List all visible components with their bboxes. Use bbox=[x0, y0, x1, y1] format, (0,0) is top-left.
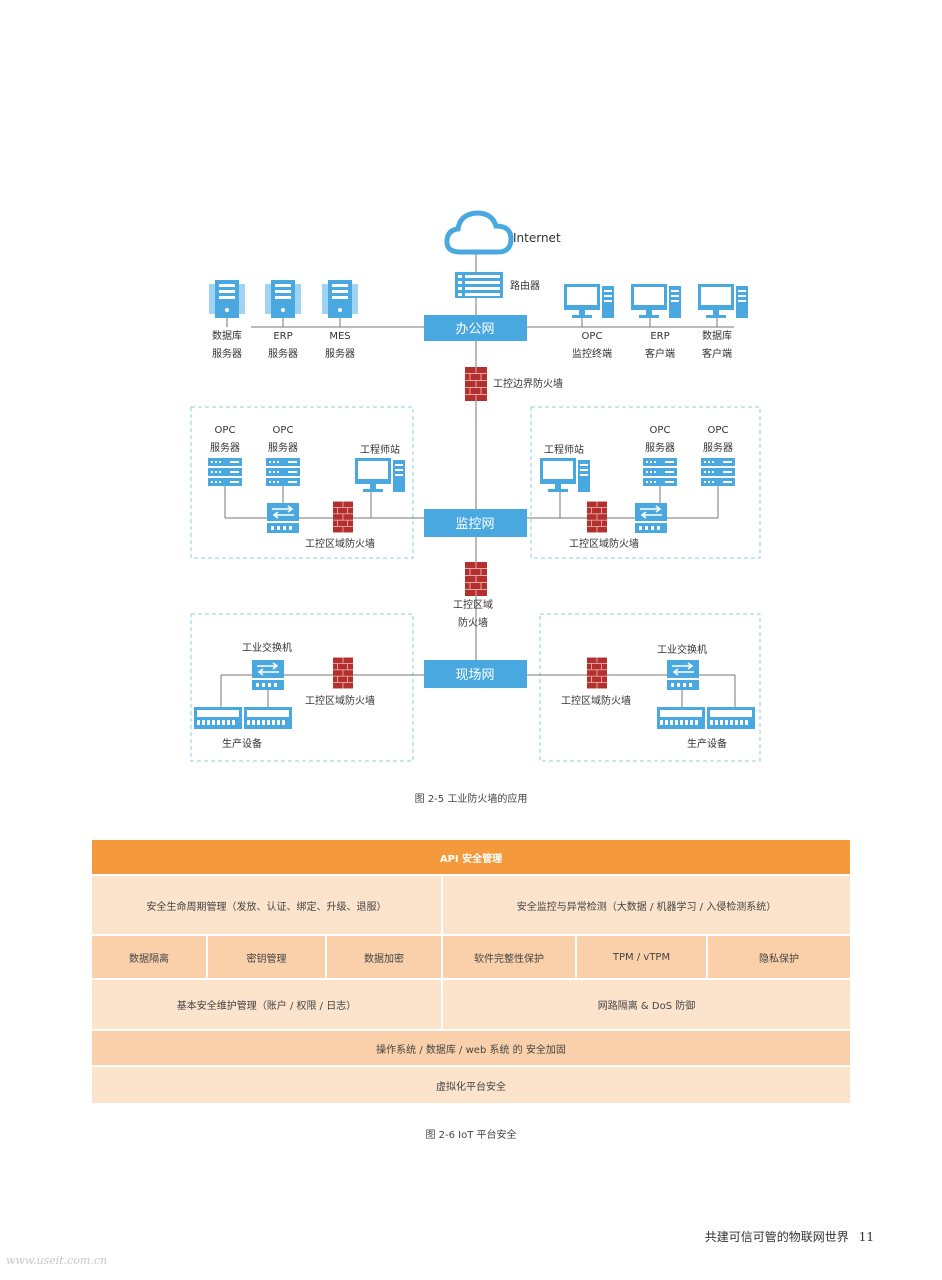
office-net-label: 办公网 bbox=[455, 322, 494, 337]
field-zone-left bbox=[190, 613, 414, 762]
switch-icon bbox=[635, 503, 667, 533]
rack-server-icon bbox=[266, 458, 300, 486]
right-opc-label-1: OPC bbox=[650, 425, 671, 436]
monitor-zone-right bbox=[530, 406, 761, 559]
office-left-label-2: ERP bbox=[273, 331, 292, 342]
office-left-label-3: MES bbox=[329, 331, 350, 342]
page-footer: 共建可信可管的物联网世界 11 bbox=[705, 1228, 874, 1245]
router-label: 路由器 bbox=[510, 279, 540, 292]
office-left-label-3b: 服务器 bbox=[325, 347, 355, 360]
equipment-icon bbox=[657, 707, 705, 729]
server-tower-icon bbox=[209, 280, 245, 318]
left-opc-label-1b: 服务器 bbox=[210, 441, 240, 454]
privacy-protection-cell: 隐私保护 bbox=[708, 936, 850, 980]
footer-title: 共建可信可管的物联网世界 bbox=[704, 1230, 849, 1244]
data-isolation-cell: 数据隔离 bbox=[92, 936, 208, 980]
rack-server-icon bbox=[208, 458, 242, 486]
security-lifecycle-cell: 安全生命周期管理（发放、认证、绑定、升级、退服） bbox=[92, 876, 443, 936]
monitor-net-label: 监控网 bbox=[455, 517, 494, 532]
firewall-icon bbox=[333, 657, 353, 689]
security-monitoring-cell: 安全监控与异常检测（大数据 / 机器学习 / 入侵检测系统） bbox=[443, 876, 850, 936]
left-equip-label: 生产设备 bbox=[222, 737, 262, 750]
field-net-bar bbox=[424, 660, 527, 688]
cloud-icon bbox=[447, 213, 511, 252]
office-left-label-2b: 服务器 bbox=[268, 347, 298, 360]
left-opc-label-2: OPC bbox=[273, 425, 294, 436]
switch-icon bbox=[267, 503, 299, 533]
basic-maintenance-cell: 基本安全维护管理（账户 / 权限 / 日志） bbox=[92, 980, 443, 1031]
right-opc-label-2b: 服务器 bbox=[703, 441, 733, 454]
office-left-label-1: 数据库 bbox=[212, 329, 242, 342]
right-opc-label-1b: 服务器 bbox=[645, 441, 675, 454]
figure-2-6-caption: 图 2-6 IoT 平台安全 bbox=[425, 1130, 517, 1141]
engineer-station-icon bbox=[540, 458, 590, 492]
office-right-label-2b: 客户端 bbox=[645, 347, 675, 360]
api-security-header: API 安全管理 bbox=[92, 840, 850, 876]
office-right-label-2: ERP bbox=[650, 331, 669, 342]
internet-label: Internet bbox=[513, 231, 561, 245]
right-field-fw-label: 工控区域防火墙 bbox=[561, 694, 631, 707]
left-opc-label-2b: 服务器 bbox=[268, 441, 298, 454]
office-right-label-3: 数据库 bbox=[702, 329, 732, 342]
key-management-cell: 密钥管理 bbox=[208, 936, 327, 980]
iot-platform-security-table: API 安全管理 安全生命周期管理（发放、认证、绑定、升级、退服） 安全监控与异… bbox=[92, 840, 850, 1103]
firewall-icon bbox=[587, 657, 607, 689]
tpm-cell: TPM / vTPM bbox=[577, 936, 708, 980]
left-field-fw-label: 工控区域防火墙 bbox=[305, 694, 375, 707]
field-zone-right bbox=[539, 613, 761, 762]
mid-firewall-label-2: 防火墙 bbox=[458, 616, 488, 629]
firewall-icon bbox=[465, 367, 487, 401]
firewall-icon bbox=[465, 562, 487, 596]
workstation-icon bbox=[698, 284, 748, 318]
office-right-label-1: OPC bbox=[582, 331, 603, 342]
rack-server-icon bbox=[701, 458, 735, 486]
office-right-label-1b: 监控终端 bbox=[572, 347, 612, 360]
watermark: www.useit.com.cn bbox=[6, 1254, 108, 1267]
workstation-icon bbox=[564, 284, 614, 318]
left-eng-station-label: 工程师站 bbox=[360, 443, 400, 456]
server-tower-icon bbox=[265, 280, 301, 318]
left-switch-label: 工业交换机 bbox=[242, 641, 292, 654]
office-left-label-1b: 服务器 bbox=[212, 347, 242, 360]
right-switch-label: 工业交换机 bbox=[657, 643, 707, 656]
left-monitor-fw-label: 工控区域防火墙 bbox=[305, 537, 375, 550]
right-eng-station-label: 工程师站 bbox=[544, 443, 584, 456]
border-firewall-label: 工控边界防火墙 bbox=[493, 377, 563, 390]
switch-icon bbox=[667, 660, 699, 690]
firewall-icon bbox=[333, 501, 353, 533]
workstation-icon bbox=[631, 284, 681, 318]
virtualization-security-cell: 虚拟化平台安全 bbox=[92, 1067, 850, 1103]
right-equip-label: 生产设备 bbox=[687, 737, 727, 750]
office-net-bar bbox=[424, 315, 527, 341]
right-opc-label-2: OPC bbox=[708, 425, 729, 436]
equipment-icon bbox=[244, 707, 292, 729]
software-integrity-cell: 软件完整性保护 bbox=[443, 936, 577, 980]
network-isolation-cell: 网路隔离 & DoS 防御 bbox=[443, 980, 850, 1031]
server-tower-icon bbox=[322, 280, 358, 318]
equipment-icon bbox=[707, 707, 755, 729]
page-number: 11 bbox=[858, 1230, 874, 1244]
data-encryption-cell: 数据加密 bbox=[327, 936, 443, 980]
left-opc-label-1: OPC bbox=[215, 425, 236, 436]
office-right-label-3b: 客户端 bbox=[702, 347, 732, 360]
field-net-label: 现场网 bbox=[455, 668, 494, 683]
rack-server-icon bbox=[643, 458, 677, 486]
right-monitor-fw-label: 工控区域防火墙 bbox=[569, 537, 639, 550]
monitor-net-bar bbox=[424, 509, 527, 537]
monitor-zone-left bbox=[190, 406, 414, 559]
mid-firewall-label-1: 工控区域 bbox=[453, 598, 493, 611]
engineer-station-icon bbox=[355, 458, 405, 492]
firewall-icon bbox=[587, 501, 607, 533]
router-icon bbox=[455, 272, 503, 298]
firewall-network-diagram: Internet 路由器 办公网 监控网 现场网 数据库 服务器 ERP 服务器… bbox=[190, 0, 761, 762]
equipment-icon bbox=[194, 707, 242, 729]
os-hardening-cell: 操作系统 / 数据库 / web 系统 的 安全加固 bbox=[92, 1031, 850, 1067]
figure-2-5-caption: 图 2-5 工业防火墙的应用 bbox=[414, 794, 528, 805]
switch-icon bbox=[252, 660, 284, 690]
